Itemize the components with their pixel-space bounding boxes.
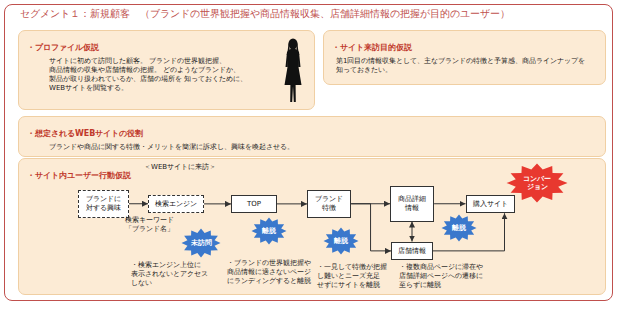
note-text: ・複数商品ページに滞在や 店舗詳細ページへの遷移に 至らずに離脱 bbox=[399, 263, 491, 289]
burst-label: 未訪問 bbox=[191, 239, 212, 247]
info-panel: ・プロファイル仮説サイトに初めて訪問した顧客。 ブランドの世界観把握、商品情報の… bbox=[18, 30, 315, 110]
panel-heading: ・プロファイル仮説 bbox=[27, 43, 99, 53]
panel-body: ブランドや商品に関する特徴・メリットを簡潔に訴求し、興味を喚起させる。 bbox=[49, 143, 589, 152]
starburst-outline bbox=[324, 228, 359, 255]
burst-label: 離脱 bbox=[262, 227, 276, 235]
process-box: ブランド 特徴 bbox=[307, 190, 351, 218]
box-label: 検索エンジン bbox=[155, 200, 197, 209]
flow-connector bbox=[412, 222, 413, 242]
silhouette-body bbox=[285, 49, 302, 102]
burst-label: 離脱 bbox=[334, 237, 348, 245]
starburst-outline bbox=[442, 215, 477, 242]
info-panel: ・想定されるWEBサイトの役割ブランドや商品に関する特徴・メリットを簡潔に訴求し… bbox=[18, 116, 606, 157]
flow-connector bbox=[434, 203, 465, 204]
title-holder: セグメント１：新規顧客 （ブランドの世界観把握や商品情報収集、店舗詳細情報の把握… bbox=[20, 8, 510, 19]
panel-heading: ・サイト来訪目的仮説 bbox=[332, 43, 412, 53]
process-box: 商品詳細 情報 bbox=[390, 186, 434, 222]
flow-connector bbox=[204, 203, 231, 204]
flow-connector bbox=[277, 203, 307, 204]
info-panel: ・サイト来訪目的仮説第1回目の情報収集として、主なブランドの特徴と予算感、商品ラ… bbox=[323, 30, 606, 85]
process-box: TOP bbox=[231, 195, 277, 214]
box-label: ブランドに 対する興味 bbox=[85, 195, 122, 213]
starburst-outline bbox=[507, 164, 568, 203]
note-holder: 検索キーワード 「ブランド名」 bbox=[125, 216, 177, 234]
flow-connector bbox=[129, 203, 148, 204]
burst-label: 離脱 bbox=[452, 224, 466, 232]
info-panel: ブランドに 対する興味 検索エンジン TOP ブランド 特徴 商品詳細 情報店舗情報 購入… bbox=[18, 158, 606, 295]
burst-label: コンバー ジョン bbox=[522, 175, 552, 192]
starburst-callout: 未訪問 bbox=[181, 228, 221, 258]
panel-body: サイトに初めて訪問した顧客。 ブランドの世界観把握、商品情報の収集や店舗情報の把… bbox=[49, 57, 271, 93]
panel-heading: ・想定されるWEBサイトの役割 bbox=[27, 129, 143, 139]
flow-connector bbox=[433, 213, 505, 251]
process-box: 購入サイト bbox=[466, 195, 515, 214]
silhouette-head bbox=[289, 39, 298, 50]
note-text: ・検索エンジン上位に 表示されないとアクセス しない bbox=[131, 261, 213, 287]
note-holder: ・一見して特徴が把握 し難いとニーズ充足 せずにサイトを離脱 bbox=[317, 263, 387, 289]
process-box: 店舗情報 bbox=[391, 242, 433, 261]
diagram-title: セグメント１：新規顧客 （ブランドの世界観把握や商品情報収集、店舗詳細情報の把握… bbox=[20, 8, 510, 19]
box-label: TOP bbox=[238, 200, 270, 209]
panel-heading: ・サイト内ユーザー行動仮説 bbox=[27, 171, 131, 181]
note-holder: ・検索エンジン上位に 表示されないとアクセス しない bbox=[131, 261, 213, 287]
note-text: ・一見して特徴が把握 し難いとニーズ充足 せずにサイトを離脱 bbox=[317, 263, 387, 289]
note-text: ・ブランドの世界観把握や 商品情報に適さないページ にランディングすると離脱 bbox=[227, 259, 315, 285]
woman-silhouette bbox=[280, 36, 306, 104]
box-label: 店舗情報 bbox=[398, 247, 426, 256]
note-text: 検索キーワード 「ブランド名」 bbox=[125, 216, 177, 234]
note-holder: ・ブランドの世界観把握や 商品情報に適さないページ にランディングすると離脱 bbox=[227, 259, 315, 285]
starburst-outline bbox=[252, 218, 287, 245]
starburst-callout: 離脱 bbox=[323, 227, 359, 255]
starburst-callout: コンバー ジョン bbox=[506, 163, 568, 203]
box-label: 購入サイト bbox=[473, 200, 508, 209]
process-box: ブランドに 対する興味 bbox=[78, 190, 129, 218]
note-text: ＜WEBサイトに来訪＞ bbox=[144, 163, 216, 172]
note-holder: ・複数商品ページに滞在や 店舗詳細ページへの遷移に 至らずに離脱 bbox=[399, 263, 491, 289]
box-label: ブランド 特徴 bbox=[314, 195, 344, 213]
starburst-callout: 離脱 bbox=[441, 214, 477, 242]
box-label: 商品詳細 情報 bbox=[397, 195, 427, 213]
panel-body: 第1回目の情報収集として、主なブランドの特徴と予算感、商品ラインナップを 知って… bbox=[336, 57, 598, 75]
flow-connector bbox=[351, 204, 391, 251]
note-holder: ＜WEBサイトに来訪＞ bbox=[144, 163, 216, 172]
starburst-callout: 離脱 bbox=[251, 217, 287, 245]
starburst-outline bbox=[182, 229, 221, 258]
process-box: 検索エンジン bbox=[148, 195, 204, 214]
